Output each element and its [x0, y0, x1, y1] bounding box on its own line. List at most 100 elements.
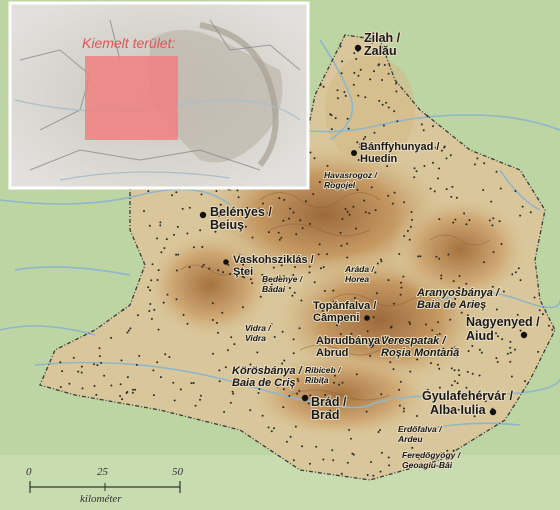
settlement-dot [409, 225, 412, 228]
settlement-dot [391, 202, 394, 205]
settlement-dot [452, 280, 455, 283]
settlement-dot [292, 352, 295, 355]
settlement-dot [465, 223, 468, 226]
settlement-dot [122, 308, 125, 311]
town-marker-brad [301, 394, 309, 402]
settlement-dot [458, 286, 461, 289]
settlement-dot [495, 170, 498, 173]
settlement-dot [373, 70, 375, 73]
label-bedenye: Bedenye /Bădai [262, 274, 304, 294]
settlement-dot [457, 397, 460, 400]
settlement-dot [392, 368, 395, 371]
settlement-dot [524, 380, 526, 383]
settlement-dot [420, 123, 423, 126]
settlement-dot [410, 218, 413, 221]
settlement-dot [241, 306, 244, 309]
settlement-dot [336, 97, 339, 100]
settlement-dot [435, 334, 438, 337]
settlement-dot [288, 287, 291, 289]
settlement-dot [352, 205, 355, 208]
settlement-dot [126, 331, 129, 334]
settlement-dot [410, 211, 413, 213]
settlement-dot [98, 355, 101, 358]
settlement-dot [218, 369, 221, 372]
settlement-dot [258, 337, 261, 340]
settlement-dot [422, 129, 425, 132]
settlement-dot [199, 394, 202, 397]
settlement-dot [547, 324, 550, 327]
settlement-dot [502, 290, 505, 293]
settlement-dot [387, 194, 390, 197]
settlement-dot [390, 325, 393, 328]
settlement-dot [289, 435, 292, 438]
settlement-dot [440, 452, 443, 454]
settlement-dot [387, 456, 390, 459]
settlement-dot [330, 181, 333, 184]
settlement-dot [292, 274, 295, 276]
settlement-dot [103, 374, 106, 377]
settlement-dot [339, 231, 342, 234]
settlement-dot [424, 149, 427, 152]
settlement-dot [408, 431, 411, 434]
settlement-dot [325, 186, 327, 189]
settlement-dot [288, 217, 291, 220]
settlement-dot [457, 408, 460, 411]
settlement-dot [374, 209, 377, 212]
label-arada: Aráda /Horea [344, 264, 375, 284]
settlement-dot [353, 296, 356, 299]
settlement-dot [172, 381, 175, 384]
settlement-dot [370, 186, 373, 189]
settlement-dot [61, 370, 64, 373]
settlement-dot [403, 349, 406, 352]
settlement-dot [147, 190, 150, 193]
settlement-dot [322, 266, 325, 269]
settlement-dot [468, 219, 471, 222]
settlement-dot [478, 348, 481, 351]
town-marker-belenyes [199, 211, 207, 219]
settlement-dot [537, 350, 540, 353]
settlement-dot [202, 263, 205, 266]
settlement-dot [381, 79, 384, 81]
settlement-dot [330, 114, 333, 117]
settlement-dot [175, 253, 178, 256]
settlement-dot [499, 187, 502, 190]
settlement-dot [428, 454, 431, 457]
settlement-dot [319, 83, 322, 86]
settlement-dot [355, 227, 358, 230]
settlement-dot [270, 323, 273, 326]
settlement-dot [395, 90, 398, 93]
settlement-dot [173, 399, 176, 402]
settlement-dot [506, 352, 509, 355]
settlement-dot [443, 145, 446, 148]
town-marker-abrudbanya [368, 342, 374, 348]
settlement-dot [298, 389, 301, 392]
settlement-dot [366, 330, 369, 333]
settlement-dot [440, 149, 443, 152]
settlement-dot [163, 247, 166, 250]
settlement-dot [456, 382, 459, 385]
settlement-dot [347, 127, 350, 130]
settlement-dot [336, 185, 339, 188]
settlement-dot [447, 354, 450, 357]
settlement-dot [96, 364, 99, 367]
settlement-dot [359, 68, 362, 71]
settlement-dot [156, 361, 159, 364]
mountain-massif-east [390, 195, 530, 305]
settlement-dot [135, 363, 138, 366]
settlement-dot [176, 225, 179, 228]
settlement-dot [346, 242, 349, 245]
settlement-dot [148, 310, 151, 312]
settlement-dot [429, 187, 432, 190]
town-marker-gyulafehervar [489, 408, 497, 416]
settlement-dot [514, 348, 516, 351]
settlement-dot [388, 464, 391, 467]
label-belenyes: Belényes /Beiuş [210, 205, 272, 232]
settlement-dot [363, 199, 366, 202]
settlement-dot [307, 402, 310, 405]
settlement-dot [291, 294, 294, 297]
settlement-dot [453, 346, 456, 349]
settlement-dot [165, 238, 168, 241]
settlement-dot [280, 264, 283, 267]
settlement-dot [323, 289, 326, 292]
inset-highlighted-area [85, 56, 178, 140]
